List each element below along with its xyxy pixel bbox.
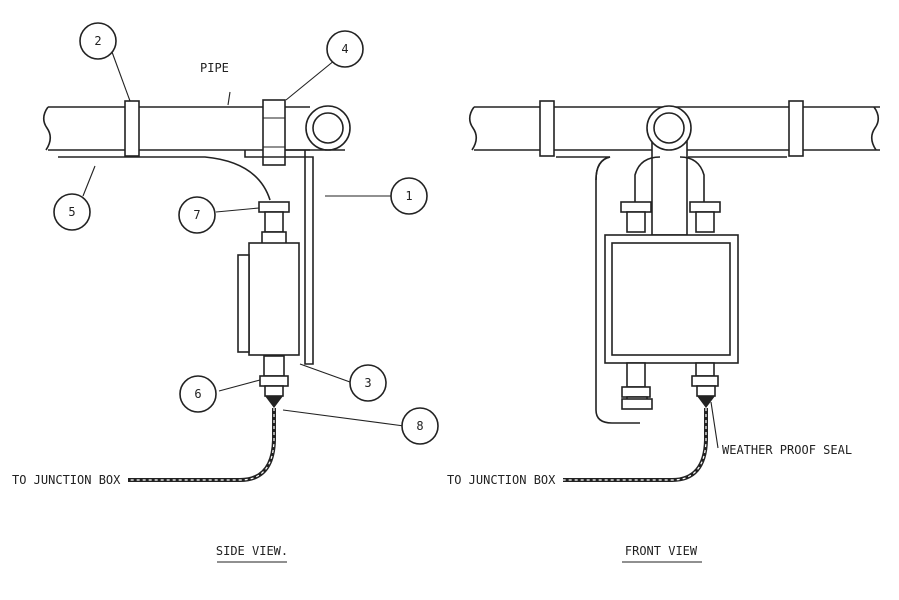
to-junction-box-label-side: TO JUNCTION BOX (12, 473, 121, 487)
front-pipe-clamp-right (788, 100, 804, 157)
front-view-title: FRONT VIEW (625, 544, 698, 558)
callout-7: 7 (178, 196, 216, 234)
svg-text:4: 4 (341, 42, 348, 56)
tubing-5 (58, 156, 271, 201)
callout-6: 6 (179, 375, 217, 413)
callout-4: 4 (326, 30, 364, 68)
side-view: 1 2 3 4 5 6 7 8 PIPE (12, 22, 439, 563)
svg-text:5: 5 (68, 205, 75, 219)
pipe-clamp-2 (124, 100, 140, 157)
front-center-tube (646, 105, 692, 236)
callout-8: 8 (401, 407, 439, 445)
callout-1: 1 (390, 177, 428, 215)
cable-front (563, 408, 708, 482)
to-junction-box-label-front: TO JUNCTION BOX (447, 473, 556, 487)
side-view-title: SIDE VIEW. (216, 544, 288, 558)
fitting-7 (258, 201, 290, 245)
callout-2: 2 (79, 22, 117, 60)
svg-text:8: 8 (416, 419, 423, 433)
cable-side (128, 408, 276, 482)
weather-proof-seal-label: WEATHER PROOF SEAL (722, 443, 852, 457)
pipe-label: PIPE (200, 61, 229, 75)
transmitter-body-front (611, 242, 731, 356)
svg-text:1: 1 (405, 189, 412, 203)
front-top-fittings (620, 201, 721, 233)
mounting-bracket-1 (244, 150, 314, 365)
callout-3: 3 (349, 364, 387, 402)
transmitter-body-side (237, 242, 300, 356)
svg-text:6: 6 (194, 387, 201, 401)
u-bolt-clamp-4 (262, 99, 345, 166)
fitting-6 (259, 355, 289, 408)
leaders-side (82, 51, 405, 427)
side-pipe-section (305, 105, 351, 151)
front-view: TO JUNCTION BOX WEATHER PROOF SEAL FRONT… (447, 100, 880, 563)
svg-text:2: 2 (94, 34, 101, 48)
svg-text:3: 3 (364, 376, 371, 390)
svg-text:7: 7 (193, 208, 200, 222)
front-pipe-clamp-left (539, 100, 555, 157)
callout-5: 5 (53, 193, 91, 231)
